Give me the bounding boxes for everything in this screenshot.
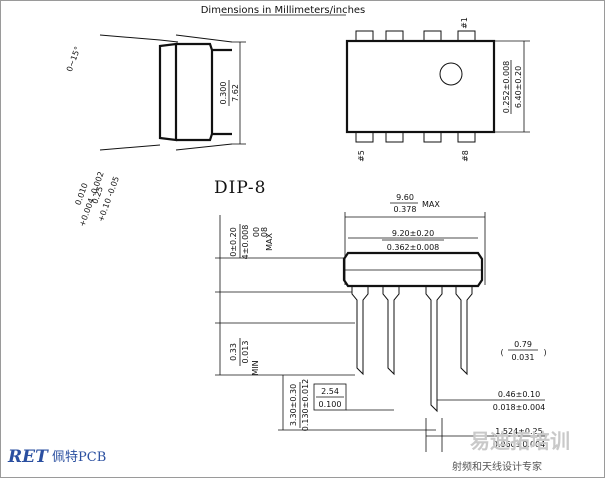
- dim-lead-len-in: 0.130±0.012: [301, 379, 310, 432]
- pitch-box: [313, 383, 347, 411]
- dim-side-width-in: 0.300: [219, 82, 228, 105]
- side-lead-upper-left: [99, 34, 161, 41]
- top-pin: [385, 30, 404, 42]
- top-pin: [423, 30, 442, 42]
- dim-angle: 0~15°: [65, 45, 82, 72]
- dim-lead-len-mm: 3.30±0.30: [289, 384, 298, 426]
- dim-standoff-in: 4±0.008: [241, 225, 250, 260]
- package-label: DIP-8: [214, 178, 266, 198]
- dim-shoulder-paren-close: ): [543, 348, 546, 357]
- side-lead-lower-right: [175, 143, 233, 151]
- pin1-label: #1: [460, 17, 469, 29]
- lead: [351, 286, 369, 376]
- bottom-pin: [385, 131, 404, 143]
- side-lead-lower-left: [99, 144, 161, 151]
- side-lead-upper-right: [175, 34, 233, 43]
- bottom-pin: [355, 131, 374, 143]
- dim-height-max-mm: 08: [260, 227, 269, 237]
- lead: [382, 286, 400, 376]
- drawing-title: Dimensions in Millimeters/inches: [201, 5, 366, 16]
- dim-pitch-in: 0.100: [319, 400, 342, 409]
- watermark-line2: 射频和天线设计专家: [452, 460, 542, 473]
- side-lead-upper-bend: [159, 39, 179, 43]
- dim-min-in: 0.013: [241, 341, 250, 364]
- dim-min-label: MIN: [251, 360, 260, 375]
- dim-shoulder-mm: 0.79: [514, 340, 532, 349]
- dim-shoulder-in: 0.031: [512, 353, 535, 362]
- dim-max-label: MAX: [422, 200, 440, 209]
- top-view: #1 #5 #8 6.40±0.20 0.252±0.008: [345, 17, 530, 162]
- lead: [455, 286, 473, 376]
- top-body: [345, 39, 496, 134]
- bottom-pin: [457, 131, 476, 143]
- dim-lead-w-mm: 0.46±0.10: [498, 390, 540, 399]
- side-body-right: [176, 42, 214, 142]
- dim-shoulder-paren: (: [500, 348, 503, 357]
- dim-height-max-label: MAX: [265, 233, 274, 251]
- dim-lead-wide-mm: 1.524±0.25: [495, 427, 542, 436]
- watermark: 易迪拓培训 射频和天线设计专家: [452, 429, 570, 473]
- front-leads: [351, 286, 473, 413]
- dim-max-length-in: 0.378: [394, 205, 417, 214]
- dim-body-length-mm: 9.20±0.20: [392, 229, 434, 238]
- dim-lead-w-in: 0.018±0.004: [493, 403, 546, 412]
- side-view: 7.62 0.300 0~15° 0.25 +0.10 -0.05 0.010 …: [65, 34, 246, 228]
- front-body: [342, 251, 484, 288]
- dim-standoff-mm: 0±0.20: [229, 227, 238, 257]
- dim-top-width-mm: 6.40±0.20: [514, 66, 523, 108]
- dim-pitch-mm: 2.54: [321, 387, 339, 396]
- dim-top-width-in: 0.252±0.008: [502, 61, 511, 114]
- top-pin: [457, 30, 476, 42]
- logo-text: 佩特PCB: [52, 450, 106, 465]
- watermark-line1: 易迪拓培训: [470, 429, 570, 453]
- side-body-outline: [158, 42, 178, 142]
- bottom-pin: [423, 131, 442, 143]
- front-view: 9.60 0.378 MAX 9.20±0.20 0.362±0.008 0±0…: [215, 193, 547, 452]
- dim-height-max-in: 00: [252, 227, 261, 237]
- logo-mark: RET: [7, 447, 49, 467]
- logo: RET 佩特PCB: [7, 447, 106, 467]
- dim-min-mm: 0.33: [229, 343, 238, 361]
- top-pin: [355, 30, 374, 42]
- dim-max-length-mm: 9.60: [396, 193, 414, 202]
- pin8-label: #8: [461, 150, 470, 162]
- lead: [425, 286, 443, 413]
- dim-body-length-in: 0.362±0.008: [387, 243, 440, 252]
- dim-lead-wide-in: 0.060±0.004: [493, 440, 546, 449]
- pin5-label: #5: [357, 150, 366, 162]
- pin1-marker: [439, 62, 463, 86]
- dim-side-width-mm: 7.62: [231, 84, 240, 102]
